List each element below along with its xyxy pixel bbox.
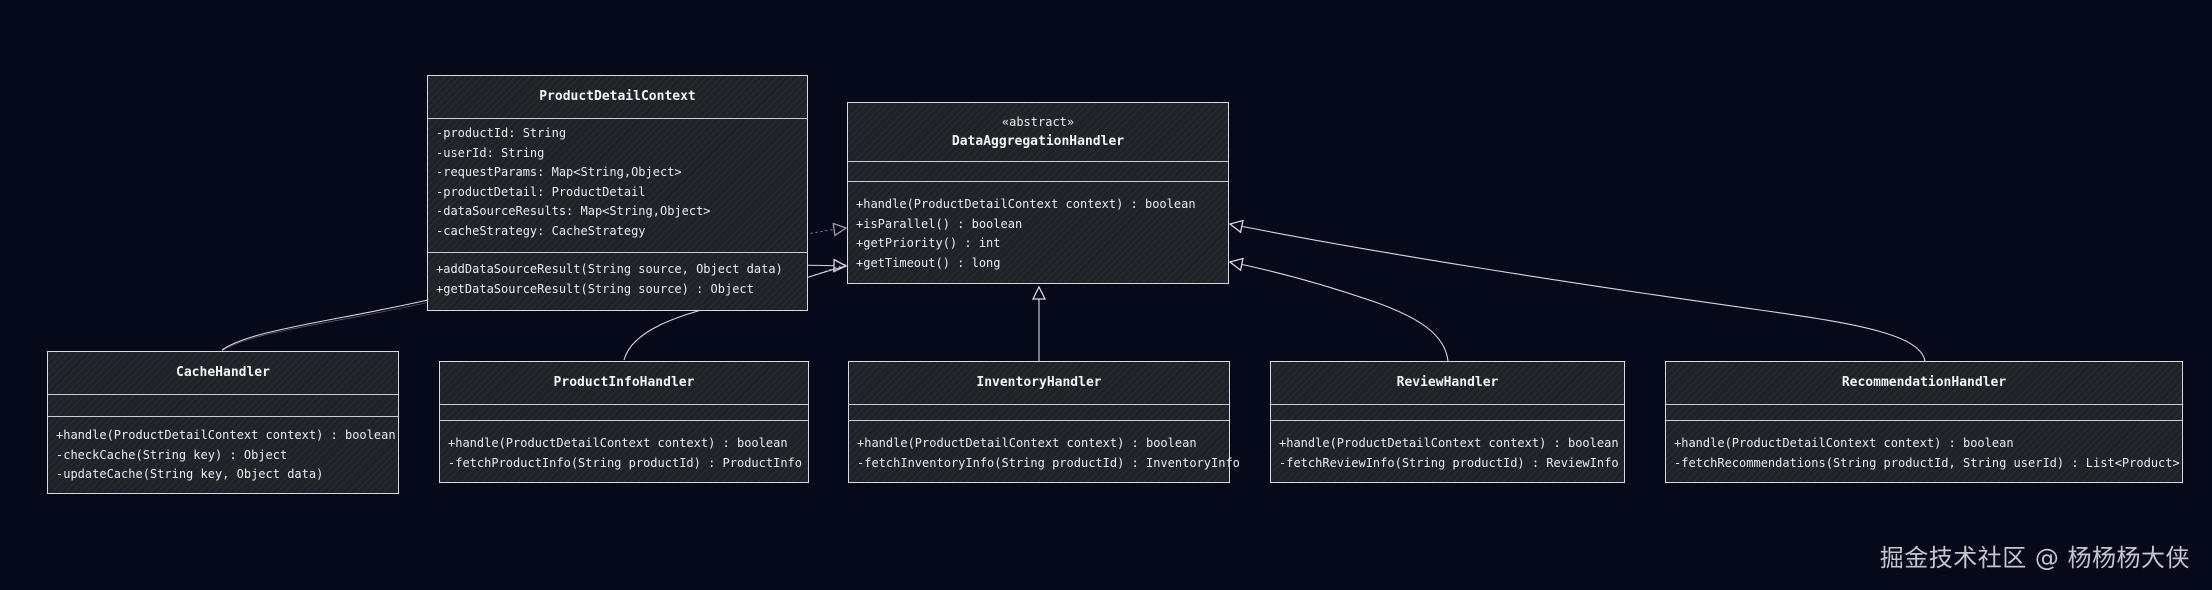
compartment-divider	[48, 416, 398, 417]
class-box-recommendation-handler[interactable]: RecommendationHandler +handle(ProductDet…	[1665, 361, 2183, 483]
method-row: +addDataSourceResult(String source, Obje…	[436, 262, 783, 276]
method-row: +getDataSourceResult(String source) : Ob…	[436, 281, 754, 296]
compartment-divider	[428, 252, 807, 253]
method-list: +handle(ProductDetailContext context) : …	[857, 434, 1240, 473]
compartment-divider	[848, 181, 1228, 182]
method-row: +handle(ProductDetailContext context) : …	[56, 428, 396, 442]
attribute-row: -productId: String	[436, 126, 567, 140]
class-name: ProductInfoHandler	[553, 375, 695, 390]
edge-upper-dotted	[737, 228, 846, 253]
class-name: RecommendationHandler	[1841, 375, 2007, 390]
stereotype-label: «abstract»	[1001, 115, 1075, 129]
method-row: +handle(ProductDetailContext context) : …	[857, 436, 1197, 450]
method-list: +handle(ProductDetailContext context) : …	[1279, 434, 1619, 473]
edge-cache-to-base-shadow	[221, 301, 431, 352]
method-row: +handle(ProductDetailContext context) : …	[1279, 436, 1619, 450]
compartment-divider	[849, 420, 1229, 421]
method-list: +addDataSourceResult(String source, Obje…	[436, 260, 801, 299]
compartment-divider	[1666, 420, 2182, 421]
method-row: +getTimeout() : long	[856, 255, 1001, 270]
attribute-row: -userId: String	[436, 145, 545, 160]
watermark-credit: 掘金技术社区 @ 杨杨杨大侠	[1879, 544, 2190, 572]
attribute-row: -requestParams: Map<String,Object>	[436, 165, 682, 179]
method-row: -fetchRecommendations(String productId, …	[1674, 455, 2180, 470]
class-box-product-detail-context[interactable]: ProductDetailContext -productId: String …	[427, 75, 808, 311]
class-name: ProductDetailContext	[539, 89, 696, 104]
method-list: +handle(ProductDetailContext context) : …	[56, 426, 396, 485]
compartment-divider	[440, 404, 808, 405]
method-row: +getPriority() : int	[856, 236, 1001, 250]
attribute-row: -cacheStrategy: CacheStrategy	[436, 223, 646, 238]
attribute-row: -productDetail: ProductDetail	[436, 184, 646, 199]
method-row: -updateCache(String key, Object data)	[56, 467, 324, 481]
method-row: -fetchProductInfo(String productId) : Pr…	[448, 455, 803, 470]
class-name: DataAggregationHandler	[951, 134, 1125, 149]
compartment-divider	[440, 420, 808, 421]
class-box-cache-handler[interactable]: CacheHandler +handle(ProductDetailContex…	[47, 351, 399, 494]
method-row: +handle(ProductDetailContext context) : …	[1674, 436, 2014, 450]
method-row: +handle(ProductDetailContext context) : …	[856, 197, 1196, 211]
class-name: CacheHandler	[176, 365, 270, 380]
class-name: InventoryHandler	[976, 375, 1102, 390]
edge-review-to-base	[1230, 262, 1449, 362]
compartment-divider	[48, 394, 398, 395]
method-list: +handle(ProductDetailContext context) : …	[1674, 434, 2180, 473]
class-box-inventory-handler[interactable]: InventoryHandler +handle(ProductDetailCo…	[848, 361, 1240, 483]
method-list: +handle(ProductDetailContext context) : …	[448, 434, 802, 473]
attribute-list: -productId: String -userId: String -requ…	[436, 124, 801, 241]
class-box-review-handler[interactable]: ReviewHandler +handle(ProductDetailConte…	[1270, 361, 1625, 483]
edge-recommendation-to-base	[1230, 224, 1926, 362]
method-row: +handle(ProductDetailContext context) : …	[448, 436, 788, 450]
attribute-row: -dataSourceResults: Map<String,Object>	[436, 204, 711, 218]
compartment-divider	[428, 118, 807, 119]
class-name: ReviewHandler	[1396, 375, 1499, 390]
method-row: -fetchInventoryInfo(String productId) : …	[857, 455, 1240, 470]
class-box-product-info-handler[interactable]: ProductInfoHandler +handle(ProductDetail…	[439, 361, 809, 483]
compartment-divider	[1271, 420, 1624, 421]
method-row: +isParallel() : boolean	[856, 216, 1023, 231]
method-row: -fetchReviewInfo(String productId) : Rev…	[1279, 455, 1619, 470]
compartment-divider	[848, 161, 1228, 162]
compartment-divider	[1271, 404, 1624, 405]
compartment-divider	[1666, 404, 2182, 405]
class-box-data-aggregation-handler[interactable]: «abstract» DataAggregationHandler +handl…	[847, 102, 1229, 284]
method-row: -checkCache(String key) : Object	[56, 447, 288, 462]
method-list: +handle(ProductDetailContext context) : …	[856, 195, 1222, 273]
compartment-divider	[849, 404, 1229, 405]
